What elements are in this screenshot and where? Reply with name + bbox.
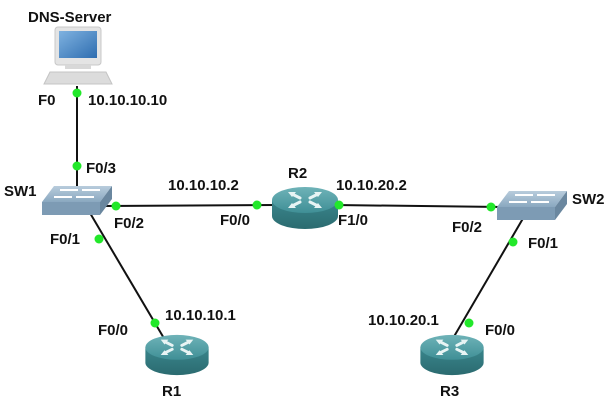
r3-device[interactable]: R3	[418, 333, 486, 400]
port-status-r3-f00	[464, 318, 474, 328]
sw1-f02-label: F0/2	[114, 215, 144, 232]
r1-f00-label: F0/0	[98, 322, 128, 339]
r2-f00-ip-label: 10.10.10.2	[168, 177, 239, 194]
port-status-dns-f0	[72, 88, 82, 98]
r2-device[interactable]: R2	[270, 165, 340, 231]
dns-port-label: F0	[38, 92, 56, 109]
link-r2-sw2[interactable]	[334, 204, 503, 208]
pc-icon	[43, 26, 113, 85]
r2-f00-label: F0/0	[220, 212, 250, 229]
r1-ip-label: 10.10.10.1	[165, 307, 236, 324]
sw1-f01-label: F0/1	[50, 231, 80, 248]
switch-icon	[496, 190, 568, 221]
sw1-f03-label: F0/3	[86, 160, 116, 177]
router-icon	[418, 333, 486, 377]
r3-label: R3	[440, 383, 459, 400]
r1-device[interactable]: R1	[143, 333, 211, 400]
router-icon	[143, 333, 211, 377]
sw1-device[interactable]: SW1	[4, 183, 113, 216]
port-status-sw2-f02	[486, 202, 496, 212]
sw2-device[interactable]: SW2	[496, 190, 605, 221]
port-status-r2-f10	[334, 200, 344, 210]
port-status-sw1-f03	[72, 161, 82, 171]
sw2-f01-label: F0/1	[528, 235, 558, 252]
dns-server-label: DNS-Server	[28, 9, 112, 26]
sw1-label: SW1	[4, 183, 37, 200]
r2-f10-label: F1/0	[338, 212, 368, 229]
sw2-f02-label: F0/2	[452, 219, 482, 236]
dns-ip-label: 10.10.10.10	[88, 92, 167, 109]
port-status-r1-f00	[150, 318, 160, 328]
link-sw2-r3[interactable]	[451, 214, 526, 341]
r2-f10-ip-label: 10.10.20.2	[336, 177, 407, 194]
r3-f00-label: F0/0	[485, 322, 515, 339]
port-status-r2-f00	[252, 200, 262, 210]
router-icon	[270, 185, 340, 231]
port-status-sw1-f02	[111, 201, 121, 211]
dns-server-device[interactable]: DNS-Server	[28, 9, 113, 85]
port-status-sw2-f01	[508, 237, 518, 247]
link-sw1-r1[interactable]	[89, 212, 166, 341]
switch-icon	[41, 185, 113, 216]
port-status-sw1-f01	[94, 234, 104, 244]
r1-label: R1	[162, 383, 181, 400]
link-sw1-r2[interactable]	[103, 204, 276, 207]
sw2-label: SW2	[572, 191, 605, 208]
r3-ip-label: 10.10.20.1	[368, 312, 439, 329]
r2-label: R2	[288, 165, 307, 182]
